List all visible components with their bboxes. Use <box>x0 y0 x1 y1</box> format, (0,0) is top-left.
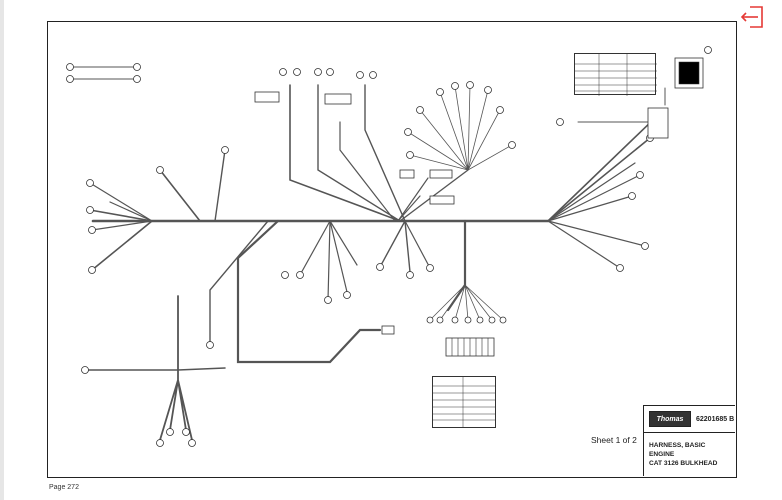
drawing-title-line1: HARNESS, BASIC ENGINE <box>649 442 706 458</box>
exit-fullscreen-button[interactable] <box>738 4 766 30</box>
connector-pinout-table-top <box>574 53 657 96</box>
part-number: 62201685 B <box>696 415 735 423</box>
thomas-logo: Thomas <box>649 411 691 427</box>
sheet-number-label: Sheet 1 of 2 <box>591 435 637 445</box>
connector-table-bottom <box>432 376 496 428</box>
page-number-label: Page 272 <box>49 484 79 491</box>
left-edge-bar <box>0 0 4 500</box>
title-block-header: Thomas 62201685 B <box>644 406 735 433</box>
drawing-sheet <box>47 21 737 478</box>
exit-icon <box>740 6 763 28</box>
drawing-title-line2: CAT 3126 BULKHEAD <box>649 460 718 467</box>
pinout-grid <box>575 54 657 96</box>
title-block: Thomas 62201685 B HARNESS, BASIC ENGINE … <box>643 405 735 476</box>
connector-grid <box>433 377 495 427</box>
drawing-title: HARNESS, BASIC ENGINE CAT 3126 BULKHEAD <box>644 433 735 468</box>
